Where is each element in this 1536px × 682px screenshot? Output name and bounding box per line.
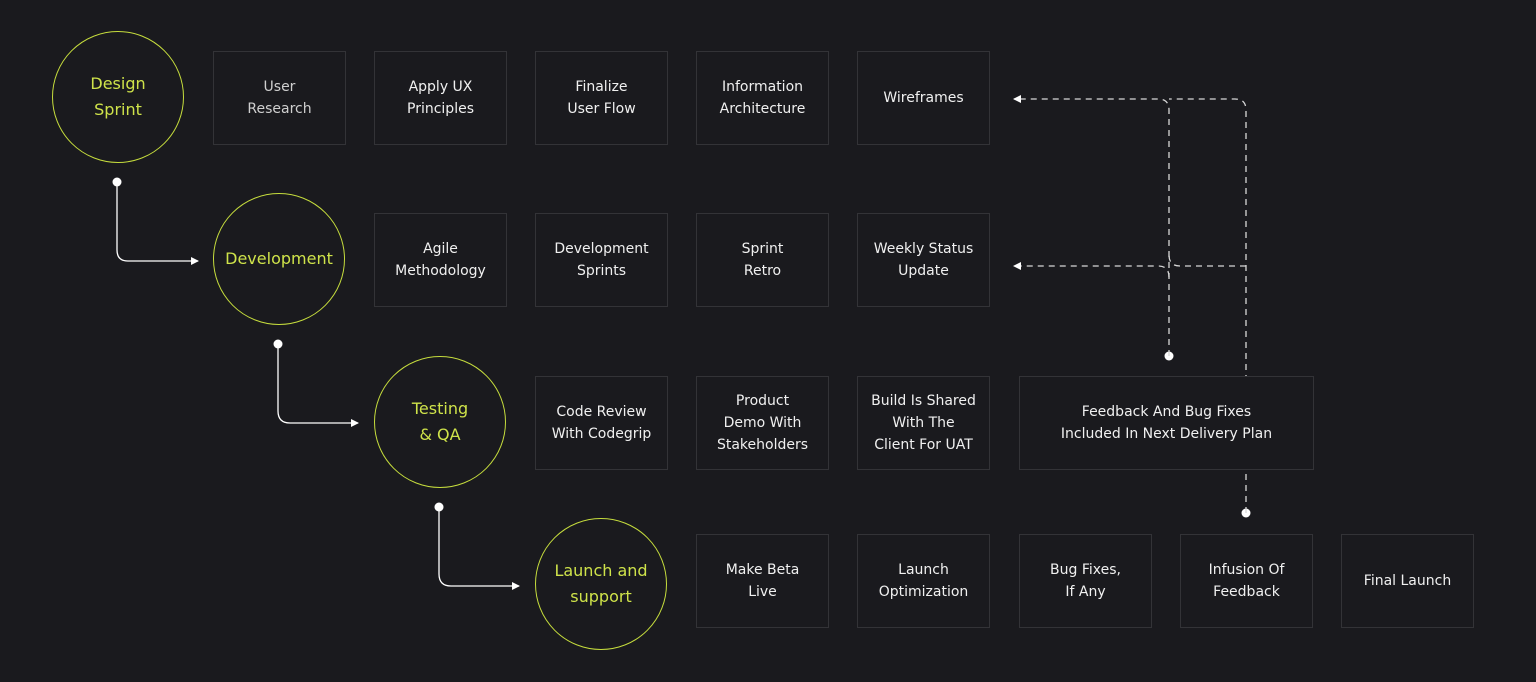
phase-launch-and-support: Launch and support: [535, 518, 667, 650]
feedback-connector-infusion: [1169, 98, 1251, 518]
phase-label: Launch and support: [554, 561, 648, 606]
phase-testing-qa: Testing & QA: [374, 356, 506, 488]
step-label: Weekly Status Update: [873, 241, 974, 279]
step-label: User Research: [247, 79, 312, 117]
step-information-architecture: Information Architecture: [696, 51, 829, 145]
step-make-beta-live: Make Beta Live: [696, 534, 829, 628]
phase-connector-testing-to-launch: [434, 502, 520, 590]
step-label: Make Beta Live: [725, 562, 800, 600]
phase-connector-development-to-testing: [273, 339, 359, 427]
step-final-launch: Final Launch: [1341, 534, 1474, 628]
step-label: Agile Methodology: [395, 241, 486, 279]
step-label: Launch Optimization: [878, 562, 969, 600]
step-label: Finalize User Flow: [567, 79, 636, 117]
step-feedback-and-bug-fixes: Feedback And Bug Fixes Included In Next …: [1019, 376, 1314, 470]
phase-label: Testing & QA: [411, 399, 469, 444]
step-development-sprints: Development Sprints: [535, 213, 668, 307]
phase-label: Design Sprint: [90, 74, 146, 119]
step-label: Development Sprints: [554, 241, 649, 279]
step-agile-methodology: Agile Methodology: [374, 213, 507, 307]
step-apply-ux-principles: Apply UX Principles: [374, 51, 507, 145]
step-code-review: Code Review With Codegrip: [535, 376, 668, 470]
step-label: Bug Fixes, If Any: [1050, 562, 1121, 600]
step-label: Information Architecture: [719, 79, 806, 117]
step-label: Wireframes: [883, 90, 964, 106]
step-label: Infusion Of Feedback: [1208, 562, 1285, 600]
feedback-connector-to-wireframes: [1013, 95, 1174, 361]
step-wireframes: Wireframes: [857, 51, 990, 145]
phase-connector-design-to-development: [112, 177, 199, 265]
step-bug-fixes: Bug Fixes, If Any: [1019, 534, 1152, 628]
phase-development: Development: [213, 193, 345, 325]
step-label: Product Demo With Stakeholders: [716, 393, 809, 453]
step-weekly-status-update: Weekly Status Update: [857, 213, 990, 307]
step-label: Code Review With Codegrip: [551, 404, 652, 442]
step-finalize-user-flow: Finalize User Flow: [535, 51, 668, 145]
step-label: Apply UX Principles: [407, 79, 474, 117]
phase-label: Development: [225, 249, 333, 268]
step-label: Final Launch: [1363, 573, 1452, 589]
step-product-demo: Product Demo With Stakeholders: [696, 376, 829, 470]
step-user-research: User Research: [213, 51, 346, 145]
phase-design-sprint: Design Sprint: [52, 31, 184, 163]
step-launch-optimization: Launch Optimization: [857, 534, 990, 628]
step-label: Build Is Shared With The Client For UAT: [871, 393, 976, 453]
step-build-shared-uat: Build Is Shared With The Client For UAT: [857, 376, 990, 470]
feedback-connector-to-weekly-status: [1013, 254, 1246, 278]
step-label: Feedback And Bug Fixes Included In Next …: [1060, 404, 1273, 442]
step-infusion-of-feedback: Infusion Of Feedback: [1180, 534, 1313, 628]
step-sprint-retro: Sprint Retro: [696, 213, 829, 307]
step-label: Sprint Retro: [741, 241, 784, 279]
